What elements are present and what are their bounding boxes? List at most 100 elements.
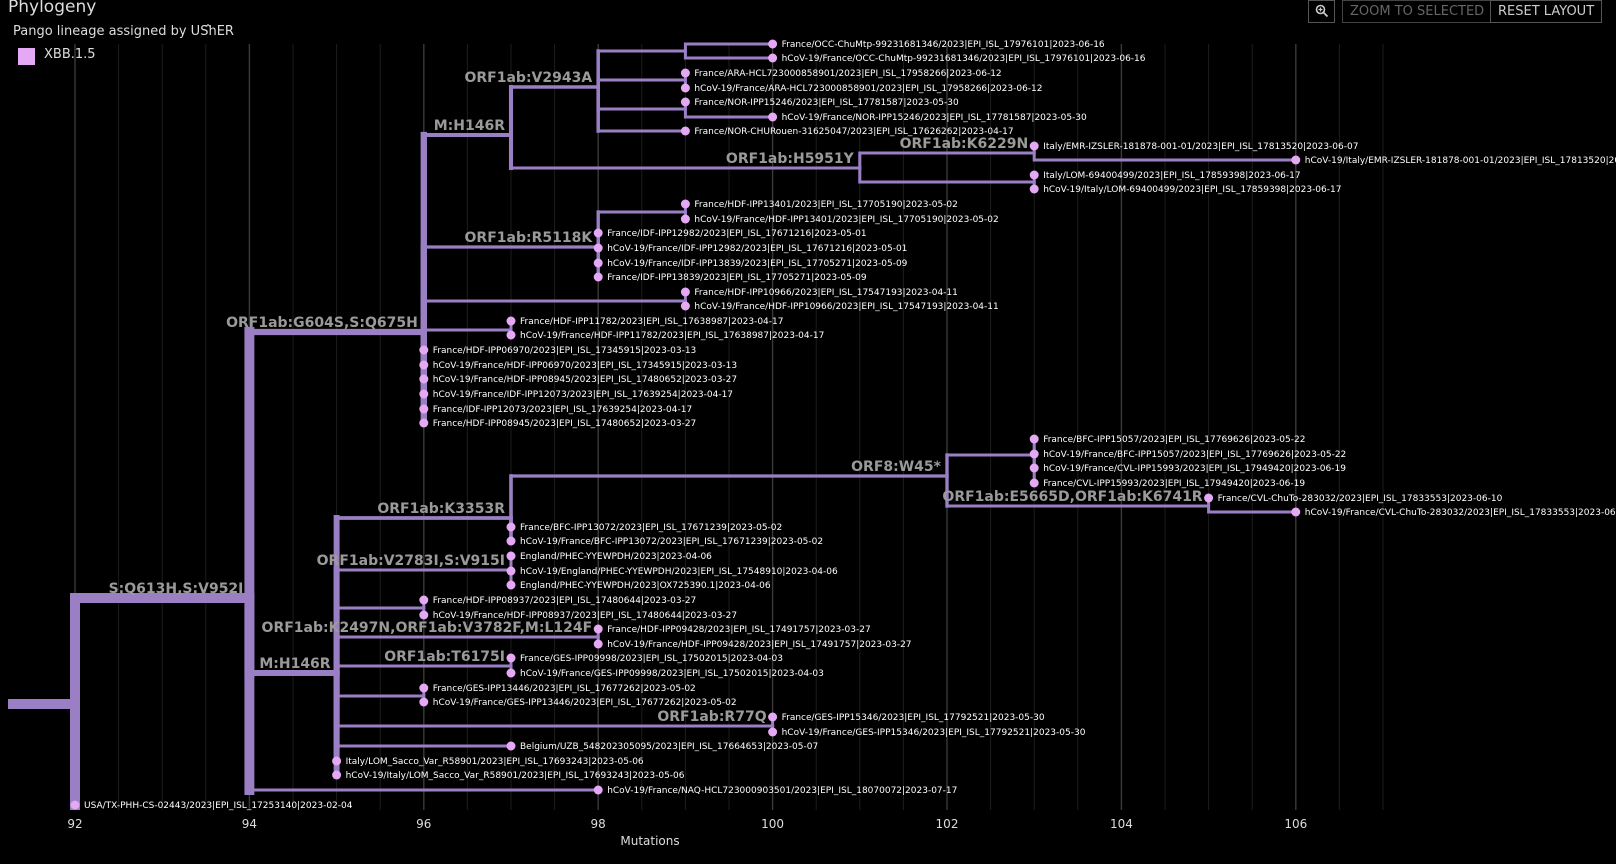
mutation-label: ORF1ab:R77Q: [657, 709, 766, 725]
mutation-label: ORF1ab:E5665D,ORF1ab:K6741R: [942, 489, 1202, 505]
tip-node: [506, 741, 516, 751]
mutation-label: ORF1ab:K6229N: [900, 136, 1029, 152]
tip-label: hCoV-19/France/CVL-ChuTo-283032/2023|EPI…: [1305, 508, 1616, 518]
tip-label: England/PHEC-YYEWPDH/2023|2023-04-06: [520, 552, 712, 562]
tip-label: France/IDF-IPP12073/2023|EPI_ISL_1763925…: [433, 405, 692, 415]
tip-label: hCoV-19/France/NAQ-HCL723000903501/2023|…: [607, 786, 957, 796]
tip-label: hCoV-19/France/NOR-IPP15246/2023|EPI_ISL…: [782, 113, 1087, 123]
mutation-label: M:H146R: [259, 656, 330, 672]
tip-label: France/CVL-ChuTo-283032/2023|EPI_ISL_178…: [1218, 494, 1503, 504]
tip-node: [506, 580, 516, 590]
x-tick-label: 106: [1284, 817, 1307, 831]
tip-label: hCoV-19/France/IDF-IPP13839/2023|EPI_ISL…: [607, 259, 907, 269]
tip-node: [1204, 493, 1214, 503]
tip-node: [506, 653, 516, 663]
mutation-label: ORF1ab:K2497N,ORF1ab:V3782F,M:L124F: [262, 620, 593, 636]
tip-node: [680, 301, 690, 311]
mutation-label: ORF1ab:V2783I,S:V915I: [317, 553, 505, 569]
x-tick-label: 94: [242, 817, 257, 831]
tip-node: [332, 756, 342, 766]
tip-node: [506, 668, 516, 678]
tip-node: [680, 199, 690, 209]
tip-node: [1029, 434, 1039, 444]
tip-label: France/ARA-HCL723000858901/2023|EPI_ISL_…: [694, 69, 1001, 79]
tip-node: [768, 39, 778, 49]
tip-label: France/HDF-IPP06970/2023|EPI_ISL_1734591…: [433, 346, 696, 356]
x-axis-label: Mutations: [620, 834, 679, 848]
tip-node: [593, 624, 603, 634]
reset-layout-button[interactable]: RESET LAYOUT: [1490, 0, 1603, 23]
tip-label: hCoV-19/France/OCC-ChuMtp-99231681346/20…: [782, 54, 1146, 64]
tip-node: [506, 566, 516, 576]
tip-node: [593, 272, 603, 282]
tip-node: [680, 97, 690, 107]
tip-label: France/CVL-IPP15993/2023|EPI_ISL_1794942…: [1043, 479, 1305, 489]
mutation-label: ORF1ab:T6175I: [384, 649, 505, 665]
tip-label: France/HDF-IPP13401/2023|EPI_ISL_1770519…: [694, 200, 957, 210]
tip-node: [419, 683, 429, 693]
tip-label: hCoV-19/France/CVL-IPP15993/2023|EPI_ISL…: [1043, 464, 1346, 474]
mutation-label: ORF1ab:G604S,S:Q675H: [226, 315, 418, 331]
tip-node: [419, 389, 429, 399]
tip-label: hCoV-19/France/HDF-IPP06970/2023|EPI_ISL…: [433, 361, 737, 371]
tip-label: France/HDF-IPP08945/2023|EPI_ISL_1748065…: [433, 419, 696, 429]
tip-node: [768, 712, 778, 722]
tip-node: [419, 610, 429, 620]
tip-node: [593, 243, 603, 253]
tip-label: hCoV-19/England/PHEC-YYEWPDH/2023|EPI_IS…: [520, 567, 838, 577]
tip-label: hCoV-19/France/BFC-IPP13072/2023|EPI_ISL…: [520, 537, 823, 547]
tip-node: [1029, 141, 1039, 151]
zoom-icon[interactable]: [1308, 0, 1335, 23]
tip-label: France/IDF-IPP13839/2023|EPI_ISL_1770527…: [607, 273, 867, 283]
tip-label: France/BFC-IPP13072/2023|EPI_ISL_1767123…: [520, 523, 782, 533]
tip-node: [419, 345, 429, 355]
tip-label: France/OCC-ChuMtp-99231681346/2023|EPI_I…: [782, 40, 1105, 50]
tip-label: France/HDF-IPP10966/2023|EPI_ISL_1754719…: [694, 288, 957, 298]
tip-label: hCoV-19/France/HDF-IPP11782/2023|EPI_ISL…: [520, 331, 824, 341]
tip-node: [419, 404, 429, 414]
tip-node: [70, 800, 80, 810]
tip-node: [1029, 478, 1039, 488]
tip-node: [1291, 155, 1301, 165]
mutation-label: M:H146R: [434, 118, 505, 134]
tip-node: [506, 522, 516, 532]
tip-node: [506, 330, 516, 340]
tip-label: France/GES-IPP09998/2023|EPI_ISL_1750201…: [520, 654, 783, 664]
tip-label: USA/TX-PHH-CS-02443/2023|EPI_ISL_1725314…: [84, 801, 353, 811]
tip-label: France/BFC-IPP15057/2023|EPI_ISL_1776962…: [1043, 435, 1305, 445]
tip-node: [768, 727, 778, 737]
tip-label: Italy/LOM_Sacco_Var_R58901/2023|EPI_ISL_…: [346, 757, 644, 767]
tip-node: [593, 258, 603, 268]
mutation-label: ORF1ab:V2943A: [464, 70, 592, 86]
tip-label: France/HDF-IPP09428/2023|EPI_ISL_1749175…: [607, 625, 870, 635]
legend-label: XBB.1.5: [44, 47, 96, 62]
tip-node: [419, 418, 429, 428]
tip-label: England/PHEC-YYEWPDH/2023|OX725390.1|202…: [520, 581, 771, 591]
tip-node: [680, 83, 690, 93]
mutation-label: ORF8:W45*: [851, 459, 942, 475]
tip-node: [506, 536, 516, 546]
tip-label: Belgium/UZB_548202305095/2023|EPI_ISL_17…: [520, 742, 818, 752]
tip-label: France/NOR-IPP15246/2023|EPI_ISL_1778158…: [694, 98, 959, 108]
mutation-label: ORF1ab:R5118K: [465, 230, 594, 246]
tip-label: hCoV-19/France/HDF-IPP08945/2023|EPI_ISL…: [433, 375, 737, 385]
chevron-up-icon[interactable]: ⌃: [203, 22, 214, 36]
legend-title[interactable]: Pango lineage assigned by UShER: [13, 24, 234, 39]
tip-node: [680, 287, 690, 297]
zoom-to-selected-button[interactable]: ZOOM TO SELECTED: [1342, 0, 1493, 23]
tip-node: [1029, 449, 1039, 459]
panel-title: Phylogeny: [8, 0, 97, 17]
tip-node: [1291, 507, 1301, 517]
tip-node: [593, 639, 603, 649]
mutation-label: S:Q613H,S:V952I: [109, 581, 244, 597]
tip-node: [680, 68, 690, 78]
tip-node: [506, 551, 516, 561]
x-tick-label: 92: [67, 817, 82, 831]
tip-node: [1029, 463, 1039, 473]
tip-node: [680, 214, 690, 224]
tip-label: France/GES-IPP13446/2023|EPI_ISL_1767726…: [433, 684, 696, 694]
tip-label: hCoV-19/Italy/LOM-69400499/2023|EPI_ISL_…: [1043, 185, 1341, 195]
tip-label: hCoV-19/France/GES-IPP15346/2023|EPI_ISL…: [782, 728, 1086, 738]
tip-node: [419, 595, 429, 605]
x-tick-label: 100: [761, 817, 784, 831]
